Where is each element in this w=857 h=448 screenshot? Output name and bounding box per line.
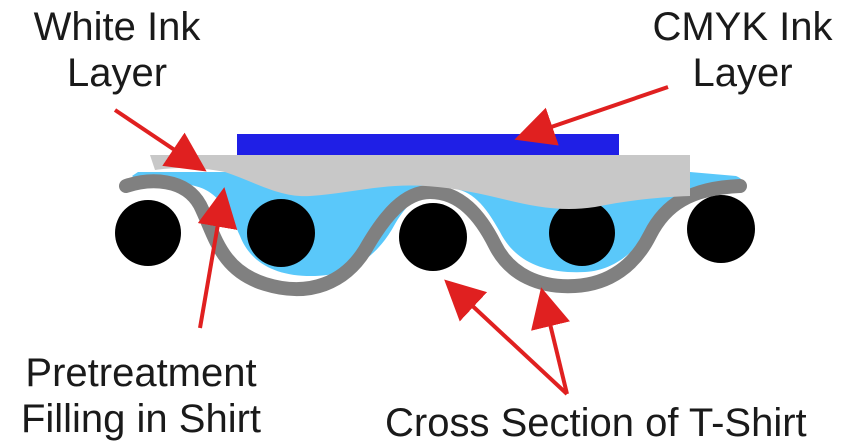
fiber-circle: [549, 200, 615, 266]
cmyk-ink-layer: [237, 134, 619, 155]
arrow-white-ink: [113, 108, 207, 172]
label-pretreatment: Pretreatment Filling in Shirt: [0, 350, 282, 442]
arrow-cross-section-right: [531, 287, 570, 395]
label-white-ink-layer: White Ink Layer: [22, 4, 212, 96]
label-line: Pretreatment: [25, 351, 257, 395]
label-line: Filling in Shirt: [20, 397, 262, 441]
label-line: Layer: [66, 51, 168, 95]
label-cmyk-ink-layer: CMYK Ink Layer: [640, 4, 845, 96]
label-line: CMYK Ink: [652, 5, 833, 49]
white-ink-layer: [150, 155, 690, 209]
arrow-pretreatment: [197, 187, 238, 329]
arrow-cross-section-left: [444, 279, 569, 396]
label-cross-section: Cross Section of T-Shirt: [385, 400, 857, 446]
fiber-circle: [115, 200, 181, 266]
arrow-cmyk-ink: [514, 85, 669, 146]
fiber-circle: [399, 203, 467, 271]
label-line: White Ink: [33, 5, 201, 49]
fiber-circle: [687, 195, 755, 263]
label-line: Cross Section of T-Shirt: [385, 401, 807, 445]
label-line: Layer: [692, 51, 793, 95]
fiber-circle: [247, 199, 315, 267]
